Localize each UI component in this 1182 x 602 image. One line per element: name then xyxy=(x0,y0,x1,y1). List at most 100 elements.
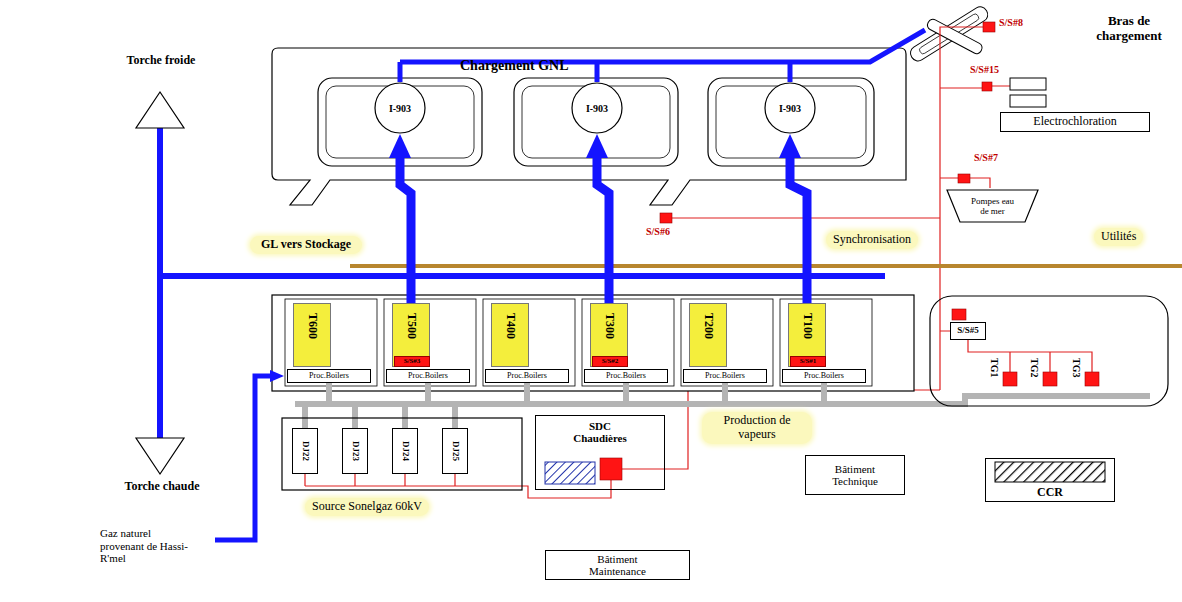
node-text: S/S#2 xyxy=(602,358,619,366)
substation-box: S/S#5 xyxy=(950,322,986,340)
node-text: CCR xyxy=(1037,486,1063,499)
building-box: Bâtiment Technique xyxy=(805,455,905,495)
node-text: Electrochloration xyxy=(1033,115,1116,128)
node-text: T100 xyxy=(800,313,813,339)
node-text: DJ23 xyxy=(350,441,360,461)
callout-label: Utilités xyxy=(1094,228,1143,246)
tank-circle xyxy=(765,83,815,133)
callout-label: Production de vapeurs xyxy=(702,412,812,444)
boiler-square xyxy=(600,458,622,480)
storage-outline xyxy=(272,48,906,205)
node-text: Proc.Boilers xyxy=(309,372,349,381)
boiler-panel xyxy=(545,462,595,484)
node-text: Bâtiment Maintenance xyxy=(574,553,661,577)
node-text: Chargement GNL xyxy=(460,58,569,73)
node-text: T400 xyxy=(503,313,516,339)
train-cell xyxy=(681,299,773,386)
power-station-area xyxy=(930,296,1168,406)
substation-box: S/S#3 xyxy=(394,356,430,367)
electrochlorination-unit xyxy=(1010,78,1046,90)
node-text: Proc.Boilers xyxy=(408,372,448,381)
generator-square xyxy=(1043,372,1057,386)
substation-label: S/S#8 xyxy=(999,17,1023,29)
substation-box: S/S#2 xyxy=(592,356,628,367)
node-text: S/S#5 xyxy=(957,326,979,336)
substation-square xyxy=(952,309,966,320)
process-train: T300S/S#2 xyxy=(590,303,628,367)
node-text: T300 xyxy=(602,313,615,339)
breaker-box: DJ22 xyxy=(292,428,318,474)
substation-square xyxy=(660,213,672,223)
flare-symbol xyxy=(136,92,184,128)
generator-label: TG2 xyxy=(1029,358,1041,377)
process-train: T100S/S#1 xyxy=(788,303,826,367)
substation-box: S/S#1 xyxy=(790,356,826,367)
generator-label: TG1 xyxy=(989,358,1001,377)
boiler-box: Proc.Boilers xyxy=(386,369,470,383)
boiler-box: Proc.Boilers xyxy=(782,369,866,383)
callout-label: Source Sonelgaz 60kV xyxy=(305,498,429,516)
storage-area: Chargement GNL I-903 I-903 I-903 xyxy=(272,48,906,180)
seawater-pump: Pompes eau de mer xyxy=(945,188,1040,224)
node-text: I-903 xyxy=(586,103,608,114)
process-train: T400 xyxy=(491,303,529,367)
flare-label: Torche chaude xyxy=(124,480,200,494)
breaker-area xyxy=(282,418,522,490)
gas-inlet xyxy=(215,376,272,540)
boiler-box: Proc.Boilers xyxy=(683,369,767,383)
lng-line xyxy=(400,30,925,82)
node-text: Bâtiment Technique xyxy=(818,463,892,487)
substation-square xyxy=(982,82,992,91)
node-text: T500 xyxy=(404,313,417,339)
process-train: T600 xyxy=(293,303,331,367)
node-text: T200 xyxy=(701,313,714,339)
node-text: Proc.Boilers xyxy=(507,372,547,381)
process-train: T500S/S#3 xyxy=(392,303,430,367)
breaker-box: DJ23 xyxy=(342,428,368,474)
train-area xyxy=(272,295,914,391)
callout-label: Synchronisation xyxy=(826,231,918,249)
train-cell xyxy=(483,299,575,386)
electrochlorination-box: Electrochloration xyxy=(1000,112,1150,132)
flow-arrow xyxy=(597,152,609,303)
node-text: Proc.Boilers xyxy=(804,372,844,381)
node-text: SDC Chaudières xyxy=(570,420,630,444)
part-label: Bras de chargement xyxy=(1088,14,1170,44)
substation-label: S/S#6 xyxy=(646,226,670,238)
generator-label: TG3 xyxy=(1071,358,1083,377)
node-text: I-903 xyxy=(389,103,411,114)
generator-square xyxy=(1085,372,1099,386)
node-text: S/S#1 xyxy=(800,358,817,366)
breaker-box: DJ24 xyxy=(392,428,418,474)
lng-tank: I-903 xyxy=(374,82,426,134)
electrochlorination-unit xyxy=(1010,95,1046,107)
boiler-box: Proc.Boilers xyxy=(287,369,371,383)
substation-square xyxy=(958,174,970,183)
loading-arm xyxy=(908,4,991,63)
node-text: DJ24 xyxy=(400,441,410,461)
node-text: T600 xyxy=(305,313,318,339)
node-text: DJ22 xyxy=(300,441,310,461)
flow-arrow xyxy=(790,152,807,303)
train-cell xyxy=(384,299,476,386)
lng-tank: I-903 xyxy=(571,82,623,134)
substation-label: S/S#7 xyxy=(974,152,998,164)
flare-symbol xyxy=(136,438,184,474)
loading-arm xyxy=(926,18,984,56)
source-label: Gaz naturel provenant de Hassi-R'mel xyxy=(100,527,192,565)
node-text: Proc.Boilers xyxy=(606,372,646,381)
node-text: I-903 xyxy=(779,103,801,114)
breaker-box: DJ25 xyxy=(442,428,468,474)
train-cell xyxy=(582,299,674,386)
boiler-control-box: SDC Chaudières xyxy=(535,415,665,490)
power-wire xyxy=(305,27,1092,498)
tank-circle xyxy=(375,83,425,133)
callout-label: GL vers Stockage xyxy=(250,236,362,254)
flow-arrow xyxy=(400,152,411,303)
building-box: Bâtiment Maintenance xyxy=(545,550,690,580)
node-text: Pompes eau de mer xyxy=(967,197,1018,217)
substation-label: S/S#15 xyxy=(970,64,999,76)
control-panel xyxy=(995,462,1105,482)
pump-tank xyxy=(947,190,1038,222)
site-boundary xyxy=(350,264,1182,268)
